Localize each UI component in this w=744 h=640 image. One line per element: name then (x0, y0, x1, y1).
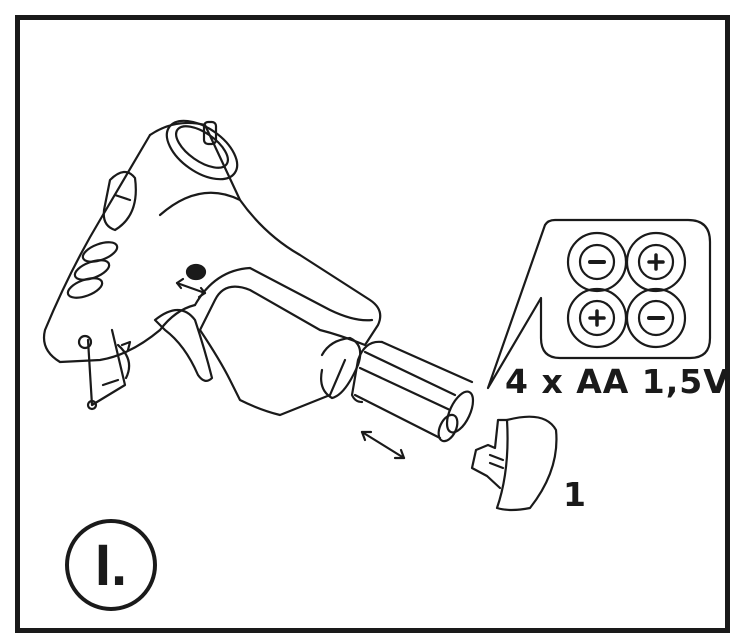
glue-gun-body (42, 119, 382, 417)
step-number-text: I. (94, 532, 128, 598)
battery-pack (350, 340, 475, 443)
battery-callout-bubble (486, 218, 712, 390)
battery-cap-part (470, 415, 558, 512)
step-number-badge: I. (65, 519, 157, 611)
part-callout-number: 1 (563, 475, 586, 514)
diagram-frame (15, 15, 730, 633)
direction-arrow (360, 430, 406, 460)
battery-spec-label: 4 x AA 1,5V (505, 362, 730, 401)
